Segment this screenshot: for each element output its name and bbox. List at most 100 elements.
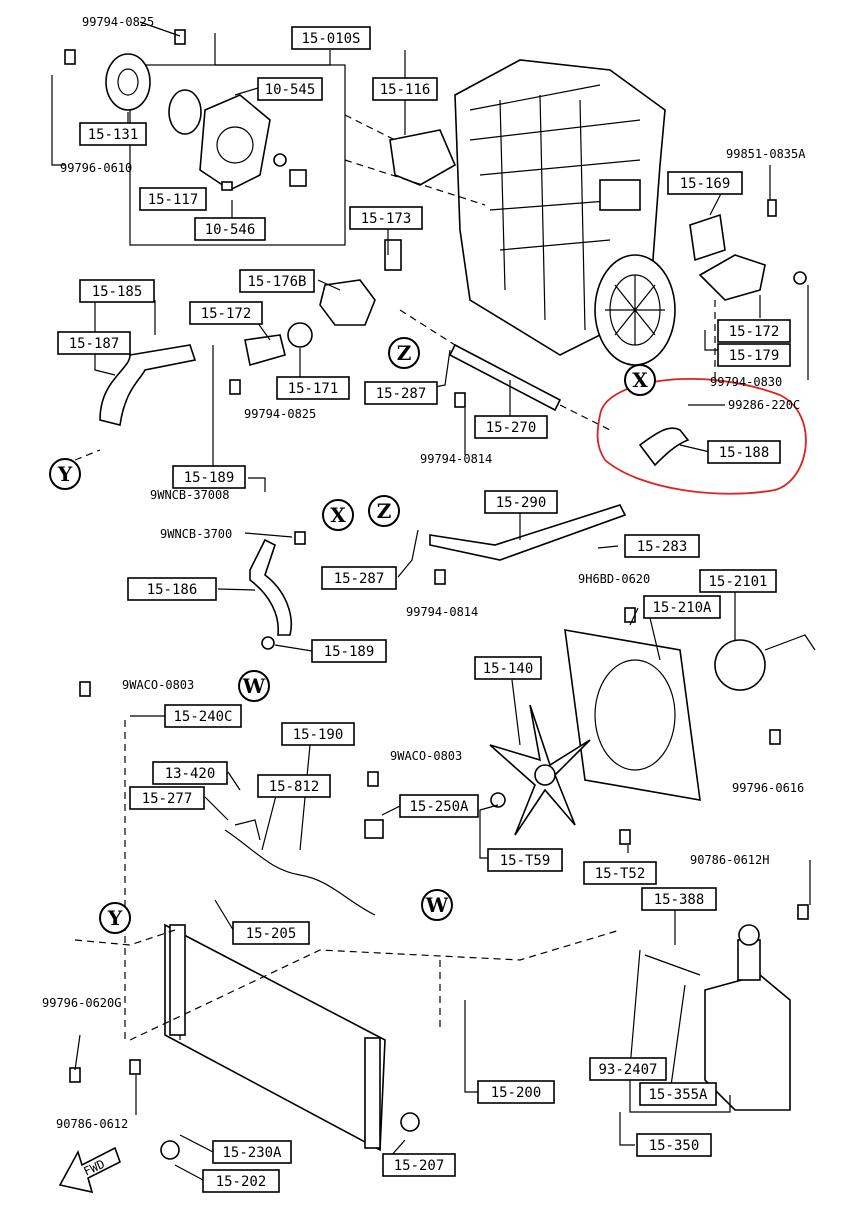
svg-text:Z: Z [377, 499, 392, 523]
label-15-202[interactable]: 15-202 [202, 1169, 280, 1193]
bolt-label-b7[interactable]: 99794-0814 [420, 452, 492, 466]
label-15-188[interactable]: 15-188 [707, 440, 781, 464]
bolt-label-b12[interactable]: 9WACO-0803 [122, 678, 194, 692]
connector-y-bottom[interactable]: Y [99, 902, 131, 934]
bolt-label-b15[interactable]: 90786-0612H [690, 853, 769, 867]
svg-text:15-189: 15-189 [184, 470, 235, 486]
bolt-label-b11[interactable]: 9H6BD-0620 [578, 572, 650, 586]
label-15-140[interactable]: 15-140 [474, 656, 542, 680]
reservoir-tank-drawing [644, 924, 791, 1111]
connector-x-top[interactable]: X [624, 364, 656, 396]
svg-text:10-545: 10-545 [265, 82, 316, 98]
svg-text:15-116: 15-116 [380, 82, 431, 98]
water-pump-drawing [168, 89, 307, 191]
bolts [64, 29, 809, 1160]
connector-z-top[interactable]: Z [388, 337, 420, 369]
svg-text:Z: Z [397, 341, 412, 365]
svg-text:15-T59: 15-T59 [500, 853, 551, 869]
bolt-label-b9[interactable]: 9WNCB-3700 [160, 527, 232, 541]
svg-text:15-350: 15-350 [649, 1138, 700, 1154]
label-15-172-left[interactable]: 15-172 [189, 301, 263, 325]
connector-y-top[interactable]: Y [49, 458, 81, 490]
svg-text:93-2407: 93-2407 [598, 1062, 657, 1078]
label-10-546[interactable]: 10-546 [194, 217, 266, 241]
label-15-200[interactable]: 15-200 [477, 1080, 555, 1104]
label-13-420[interactable]: 13-420 [152, 761, 228, 785]
label-15-207[interactable]: 15-207 [382, 1153, 456, 1177]
gasket-15-116 [389, 129, 457, 186]
connector-w-bottom[interactable]: W [421, 889, 453, 921]
bolt-label-b10[interactable]: 99794-0814 [406, 605, 478, 619]
label-15-185[interactable]: 15-185 [79, 279, 155, 303]
label-15-210a[interactable]: 15-210A [643, 595, 721, 619]
connector-w-mid[interactable]: W [238, 670, 270, 702]
svg-text:15-277: 15-277 [142, 791, 193, 807]
bolt-label-b4[interactable]: 99794-0825 [244, 407, 316, 421]
label-15-171[interactable]: 15-171 [276, 376, 350, 400]
label-15-131[interactable]: 15-131 [79, 122, 147, 146]
label-15-173[interactable]: 15-173 [349, 206, 423, 230]
label-15-186[interactable]: 15-186 [127, 577, 217, 601]
pipe-15-290 [429, 504, 627, 561]
bolt-label-b2[interactable]: 99796-0610 [60, 161, 132, 175]
connector-x-mid[interactable]: X [322, 499, 354, 531]
bolt-label-b13[interactable]: 9WACO-0803 [390, 749, 462, 763]
svg-text:Y: Y [107, 906, 123, 930]
outlet-bracket-drawing [689, 213, 807, 301]
label-15-812[interactable]: 15-812 [257, 774, 331, 798]
svg-text:15-117: 15-117 [148, 192, 199, 208]
label-15-277[interactable]: 15-277 [129, 786, 205, 810]
label-15-189-top[interactable]: 15-189 [172, 465, 246, 489]
label-15-250a[interactable]: 15-250A [399, 794, 479, 818]
label-15-116[interactable]: 15-116 [372, 77, 438, 101]
svg-text:15-131: 15-131 [88, 127, 139, 143]
label-15-230a[interactable]: 15-230A [212, 1140, 292, 1164]
label-15-759[interactable]: 15-T59 [487, 848, 563, 872]
label-15-350[interactable]: 15-350 [636, 1133, 712, 1157]
svg-text:Y: Y [57, 462, 73, 486]
label-15-752[interactable]: 15-T52 [583, 861, 657, 885]
label-15-240c[interactable]: 15-240C [164, 704, 242, 728]
bolt-label-b5[interactable]: 99794-0830 [710, 375, 782, 389]
bolt-label-b8[interactable]: 9WNCB-37008 [150, 488, 229, 502]
label-15-287-bottom[interactable]: 15-287 [321, 566, 397, 590]
label-15-290[interactable]: 15-290 [484, 490, 558, 514]
label-15-355a[interactable]: 15-355A [639, 1082, 717, 1106]
label-15-179[interactable]: 15-179 [717, 343, 791, 367]
label-10-545[interactable]: 10-545 [257, 77, 323, 101]
label-15-176b[interactable]: 15-176B [239, 269, 315, 293]
bolt-label-b3[interactable]: 99851-0835A [726, 147, 806, 161]
svg-text:15-270: 15-270 [486, 420, 537, 436]
label-15-010s[interactable]: 15-010S [291, 26, 371, 50]
label-15-2101[interactable]: 15-2101 [699, 569, 777, 593]
label-15-172-right[interactable]: 15-172 [717, 319, 791, 343]
label-15-388[interactable]: 15-388 [641, 887, 717, 911]
svg-text:15-2101: 15-2101 [708, 574, 767, 590]
label-15-190[interactable]: 15-190 [281, 722, 355, 746]
label-15-189-bottom[interactable]: 15-189 [311, 639, 387, 663]
svg-text:15-200: 15-200 [491, 1085, 542, 1101]
svg-text:15-187: 15-187 [69, 336, 120, 352]
bolt-label-b6[interactable]: 99286-220C [728, 398, 800, 412]
label-15-169[interactable]: 15-169 [667, 171, 743, 195]
svg-text:15-205: 15-205 [246, 926, 297, 942]
label-15-283[interactable]: 15-283 [624, 534, 700, 558]
bolt-label-b1[interactable]: 99794-0825 [82, 15, 154, 29]
bolt-label-b14[interactable]: 99796-0616 [732, 781, 804, 795]
svg-text:15-240C: 15-240C [173, 709, 232, 725]
svg-text:13-420: 13-420 [165, 766, 216, 782]
hose-15-186 [249, 538, 292, 636]
bolt-label-b17[interactable]: 90786-0612 [56, 1117, 128, 1131]
label-15-205[interactable]: 15-205 [232, 921, 310, 945]
label-15-287-top[interactable]: 15-287 [364, 381, 438, 405]
connector-z-mid[interactable]: Z [368, 495, 400, 527]
label-15-117[interactable]: 15-117 [139, 187, 207, 211]
label-15-270[interactable]: 15-270 [474, 415, 548, 439]
svg-text:15-230A: 15-230A [222, 1145, 282, 1161]
label-93-2407[interactable]: 93-2407 [589, 1057, 667, 1081]
label-15-187[interactable]: 15-187 [57, 331, 131, 355]
reference-dashed-lines [74, 114, 716, 1041]
bolt-label-b16[interactable]: 99796-0620G [42, 996, 121, 1010]
svg-text:W: W [425, 893, 449, 917]
svg-text:15-210A: 15-210A [652, 600, 712, 616]
